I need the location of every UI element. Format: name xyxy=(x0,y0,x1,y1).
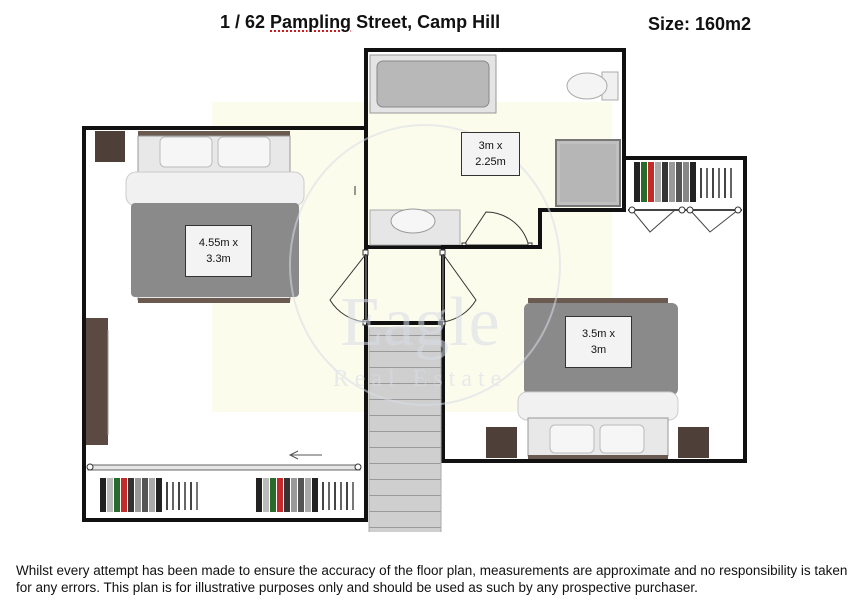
bedroom-1-dimensions: 4.55m x 3.3m xyxy=(185,225,252,277)
stairs xyxy=(369,327,441,532)
bedroom-2-dim-line2: 3m xyxy=(590,344,607,356)
bedside-table-right xyxy=(678,427,709,458)
floor-plan: Eagle Real Estate xyxy=(82,48,747,532)
title-suffix: Street, Camp Hill xyxy=(351,12,501,32)
bedroom-2 xyxy=(441,156,747,463)
title-prefix: 1 / 62 xyxy=(220,12,271,32)
bedroom-1-dim-line2: 3.3m xyxy=(206,253,231,265)
bathroom-dim-line1: 3m x xyxy=(478,140,503,152)
bedroom-1-dim-line1: 4.55m x xyxy=(198,237,239,249)
landing xyxy=(329,249,477,532)
bedside-table xyxy=(95,131,125,162)
dresser xyxy=(86,318,108,445)
watermark-logo: Eagle Real Estate xyxy=(289,124,561,406)
wardrobe-1 xyxy=(86,450,362,512)
disclaimer: Whilst every attempt has been made to en… xyxy=(16,563,848,595)
floor-size: Size: 160m2 xyxy=(648,14,752,34)
bedroom-2-dim-line1: 3.5m x xyxy=(581,328,615,340)
bathroom-dimensions: 3m x 2.25m xyxy=(461,132,520,176)
bedroom-2-dimensions: 3.5m x 3m xyxy=(565,316,632,368)
watermark-tagline: Real Estate xyxy=(333,366,508,392)
bed-1 xyxy=(125,131,305,303)
wardrobe-2 xyxy=(628,162,742,233)
page-title: 1 / 62 Pampling Street, Camp Hill xyxy=(220,12,500,33)
bathroom-dim-line2: 2.25m xyxy=(475,156,506,168)
bedside-table-left xyxy=(486,427,517,458)
watermark-brand: Eagle xyxy=(340,284,499,361)
title-street: Pampling xyxy=(270,12,352,32)
